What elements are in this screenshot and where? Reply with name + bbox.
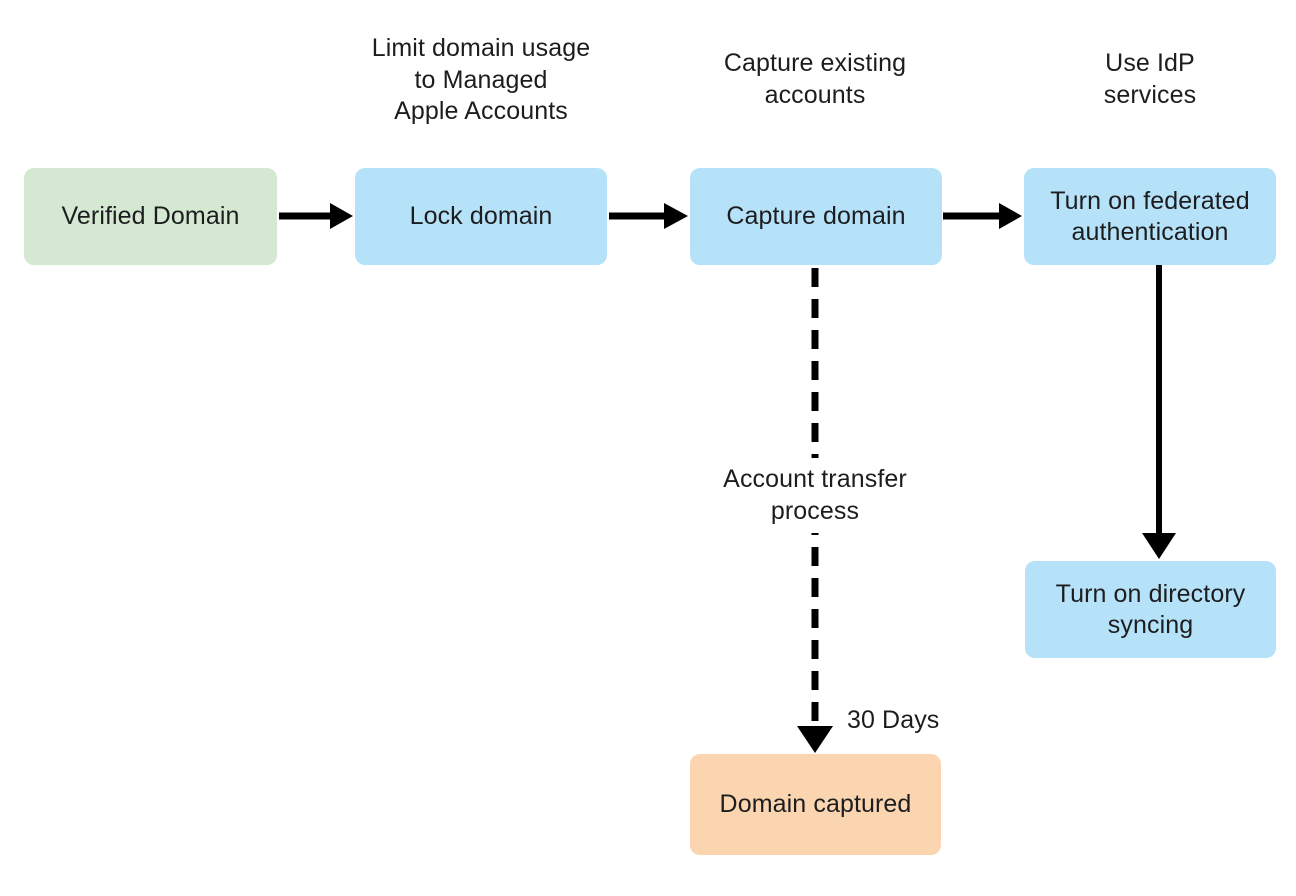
caption-account-transfer-process: Account transfer process [682, 458, 948, 533]
edge-verified-to-lock [279, 203, 353, 229]
node-domain-captured[interactable]: Domain captured [690, 754, 941, 855]
node-verified-domain[interactable]: Verified Domain [24, 168, 277, 265]
node-capture-domain[interactable]: Capture domain [690, 168, 942, 265]
edge-lock-to-capture [609, 203, 688, 229]
caption-capture-domain: Capture existing accounts [723, 49, 907, 109]
caption-lock-domain: Limit domain usage to Managed Apple Acco… [371, 34, 591, 125]
caption-federated-auth: Use IdP services [1103, 49, 1197, 109]
edge-capture-to-federated [943, 203, 1022, 229]
node-lock-domain[interactable]: Lock domain [355, 168, 607, 265]
edge-federated-to-directory [1142, 265, 1176, 559]
node-directory-syncing[interactable]: Turn on directory syncing [1025, 561, 1276, 658]
edge-label-30-days: 30 Days [847, 706, 940, 734]
node-federated-authentication[interactable]: Turn on federated authentication [1024, 168, 1276, 265]
